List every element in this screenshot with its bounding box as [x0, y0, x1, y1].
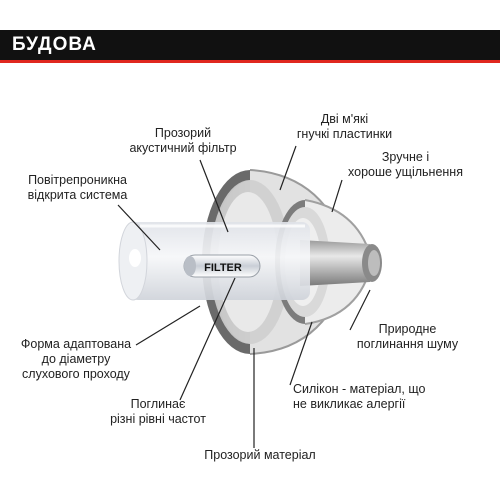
acoustic-filter: FILTER	[183, 254, 261, 278]
silicone-stem	[300, 240, 382, 286]
label-frequencies: Поглинає різні рівні частот	[110, 397, 206, 426]
filter-label: FILTER	[204, 262, 242, 274]
label-ear-shape: Форма адаптована до діаметру слухового п…	[20, 337, 132, 381]
label-seal: Зручне і хороше ущільнення	[348, 150, 463, 179]
label-transparent: Прозорий матеріал	[204, 448, 316, 462]
label-breathable: Повітрепроникна відкрита система	[27, 173, 128, 202]
leader-lines	[117, 145, 371, 448]
label-soft-flanges: Дві м'які гнучкі пластинки	[296, 112, 393, 141]
header-bar	[0, 30, 500, 60]
page-title: БУДОВА	[12, 34, 97, 55]
label-natural-absorption: Природне поглинання шуму	[356, 322, 459, 351]
label-acoustic-filter: Прозорий акустичний фільтр	[129, 126, 237, 155]
header-accent-line	[0, 60, 500, 63]
header: БУДОВА	[0, 0, 500, 63]
label-silicone: Силікон - матеріал, що не викликає алерг…	[293, 382, 426, 411]
